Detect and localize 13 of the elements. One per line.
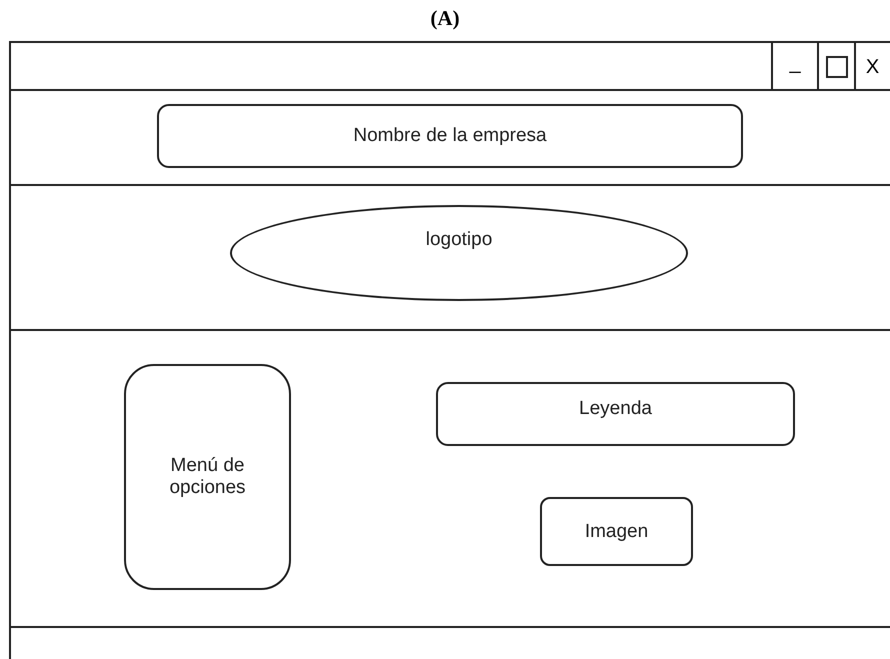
close-icon: X: [866, 56, 880, 78]
text-box: [157, 104, 743, 168]
node-label: logotipo: [424, 229, 494, 251]
node-label: Leyenda: [578, 398, 653, 420]
text-box: [436, 382, 795, 446]
minimize-icon: _: [789, 52, 801, 74]
title: (A): [430, 6, 460, 30]
ellipse: [230, 205, 688, 301]
text-box: [540, 497, 693, 566]
node-label: Menú de opciones: [168, 455, 247, 499]
node-label: Imagen: [584, 520, 650, 542]
rounded-box: [124, 364, 291, 590]
node-label: Nombre de la empresa: [352, 125, 548, 147]
